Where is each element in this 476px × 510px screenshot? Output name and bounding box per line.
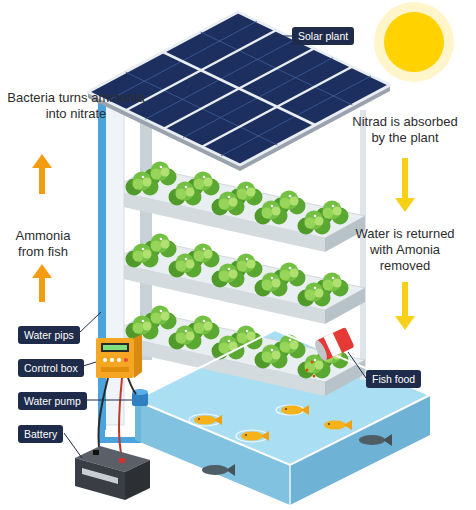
- flow-arrow-up: [32, 264, 52, 302]
- can-opening: [313, 339, 330, 362]
- fish: [359, 434, 392, 446]
- control-box-display: [103, 345, 127, 350]
- battery-terminal: [119, 458, 125, 463]
- sun: [384, 12, 444, 72]
- battery-side: [125, 460, 150, 500]
- process-note: Bacteria turns ammonia into nitrate: [6, 90, 146, 122]
- fish: [202, 464, 235, 476]
- control-knob: [103, 358, 107, 362]
- callout-tag: Solar plant: [292, 27, 354, 45]
- water-pipe: [98, 100, 106, 430]
- leader-line: [348, 352, 366, 378]
- wire: [98, 378, 108, 455]
- leader-line: [64, 433, 82, 458]
- flow-arrow-down: [395, 158, 415, 212]
- control-knob: [117, 358, 121, 362]
- tank-rim: [135, 330, 430, 465]
- sun-glow: [374, 2, 454, 82]
- frame-line: [202, 67, 352, 147]
- callout-text: Water pips: [24, 329, 74, 341]
- leader-line: [82, 400, 132, 401]
- fish-food-can: [313, 327, 355, 362]
- battery-label: [82, 468, 118, 484]
- right-pillar: [360, 110, 366, 380]
- callout-text: Control box: [24, 362, 78, 374]
- tank-side-face: [290, 395, 430, 505]
- callout-tag: Water pump: [18, 392, 87, 410]
- fish: [194, 415, 222, 425]
- wire: [128, 378, 136, 394]
- ripple: [236, 430, 268, 442]
- tray: [110, 306, 365, 397]
- control-box-side: [134, 334, 142, 378]
- food-pellet: [311, 361, 314, 364]
- control-box-screen: [101, 343, 129, 352]
- tank-front-face: [135, 400, 290, 505]
- fish: [324, 420, 352, 430]
- callout-tag: Water pips: [18, 326, 80, 344]
- food-pellet: [313, 375, 316, 378]
- solar-panel: [88, 12, 390, 165]
- frame-line: [126, 30, 276, 110]
- process-note: Water is returned with Amonia removed: [350, 226, 460, 274]
- leader-line: [272, 36, 292, 37]
- process-note: Nitrad is absorbed by the plant: [345, 114, 465, 146]
- callout-text: Fish food: [372, 373, 415, 385]
- control-knob: [124, 358, 128, 362]
- callout-text: Battery: [24, 428, 57, 440]
- control-box-strip: [101, 367, 129, 372]
- tray: [110, 162, 365, 253]
- callout-text: Water pump: [24, 395, 81, 407]
- callout-tag: Control box: [18, 359, 84, 377]
- callout-tag: Battery: [18, 425, 63, 443]
- battery-terminal: [93, 450, 99, 455]
- tray: [110, 234, 365, 325]
- battery-front: [75, 458, 125, 500]
- flow-arrow-up: [32, 154, 52, 194]
- callout-text: Solar plant: [298, 30, 348, 42]
- panel-frame-lines: [126, 30, 352, 147]
- tank-edge: [289, 465, 291, 505]
- process-note: Ammonia from fish: [4, 228, 82, 260]
- fish: [281, 405, 309, 415]
- leader-line: [78, 312, 101, 334]
- frame-line: [164, 49, 314, 129]
- control-knob: [110, 358, 114, 362]
- control-box: [96, 338, 134, 378]
- wire: [119, 378, 122, 458]
- food-pellet: [306, 369, 309, 372]
- fish: [241, 431, 269, 441]
- panel-cell-lines: [107, 21, 371, 156]
- can-band: [324, 333, 342, 357]
- callout-tag: Fish food: [366, 370, 421, 388]
- flow-arrow-down: [395, 282, 415, 330]
